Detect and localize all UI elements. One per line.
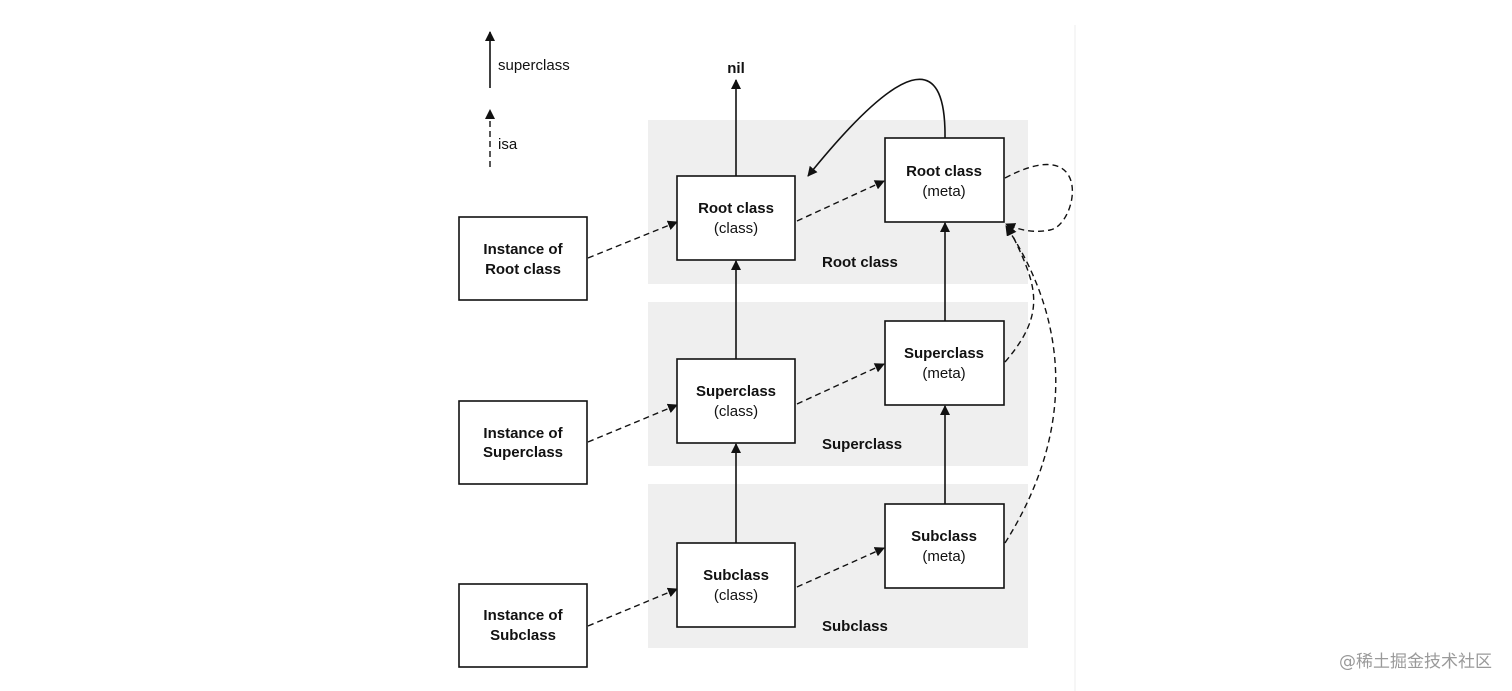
instance-subclass-line1: Instance of	[483, 607, 563, 624]
instance-superclass-node: Instance of Superclass	[458, 400, 588, 485]
band-label-superclass: Superclass	[822, 436, 902, 453]
superclass-meta-name: Superclass	[904, 345, 984, 362]
legend-superclass-label: superclass	[498, 57, 570, 74]
root-class-meta-kind: (meta)	[922, 183, 965, 200]
root-class-meta-node: Root class (meta)	[884, 137, 1005, 223]
instance-root-class-node: Instance of Root class	[458, 216, 588, 301]
isa-superclass-class-meta-arrow	[796, 363, 885, 405]
instance-root-class-line1: Instance of	[483, 241, 563, 258]
instance-superclass-line2: Superclass	[483, 444, 563, 461]
subclass-class-name: Subclass	[703, 567, 769, 584]
band-label-root-class: Root class	[822, 254, 898, 271]
instance-superclass-line1: Instance of	[483, 425, 563, 442]
root-class-class-name: Root class	[698, 200, 774, 217]
isa-root-class-meta-arrow	[796, 180, 885, 222]
subclass-class-node: Subclass (class)	[676, 542, 796, 628]
isa-instance-subclass-arrow	[587, 587, 678, 627]
root-class-class-node: Root class (class)	[676, 175, 796, 261]
subclass-meta-kind: (meta)	[922, 548, 965, 565]
legend: superclass isa	[485, 31, 570, 167]
superclass-class-kind: (class)	[714, 403, 758, 420]
isa-superclass-meta-root-meta-arrow	[1004, 225, 1035, 363]
instance-subclass-line2: Subclass	[490, 627, 556, 644]
watermark-text: @稀土掘金技术社区	[1339, 652, 1492, 672]
root-class-class-kind: (class)	[714, 220, 758, 237]
nil-label: nil	[727, 60, 745, 77]
instance-subclass-node: Instance of Subclass	[458, 583, 588, 668]
root-meta-superclass-arrow	[807, 78, 946, 177]
isa-subclass-class-meta-arrow	[796, 547, 885, 588]
isa-instance-root-class-arrow	[587, 220, 678, 259]
legend-isa-label: isa	[498, 136, 518, 153]
band-label-subclass: Subclass	[822, 618, 888, 635]
superclass-meta-kind: (meta)	[922, 365, 965, 382]
isa-root-meta-self-loop-arrow	[1004, 163, 1074, 233]
superclass-meta-node: Superclass (meta)	[884, 320, 1005, 406]
instance-root-class-line2: Root class	[485, 261, 561, 278]
subclass-meta-node: Subclass (meta)	[884, 503, 1005, 589]
subclass-meta-name: Subclass	[911, 528, 977, 545]
root-class-meta-name: Root class	[906, 163, 982, 180]
isa-instance-superclass-arrow	[587, 403, 678, 443]
superclass-class-name: Superclass	[696, 383, 776, 400]
superclass-class-node: Superclass (class)	[676, 358, 796, 444]
subclass-class-kind: (class)	[714, 587, 758, 604]
